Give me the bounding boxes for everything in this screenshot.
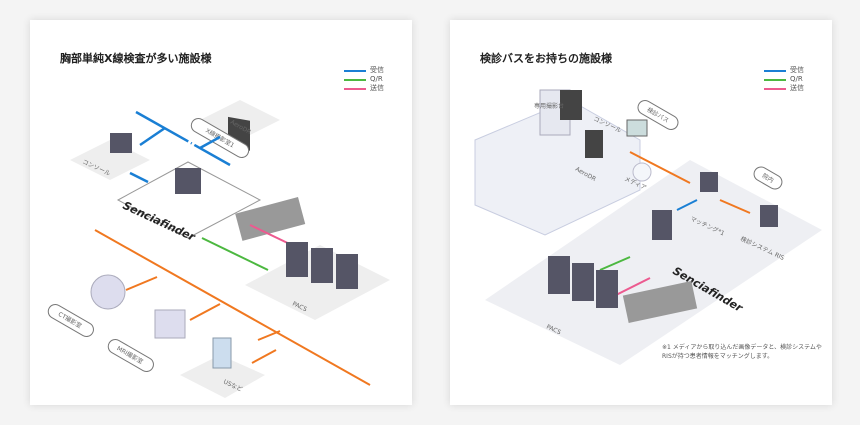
- laptop: [626, 119, 648, 137]
- us-device: [212, 337, 232, 369]
- media-disc: [632, 162, 652, 182]
- right-panel: 検診バスをお持ちの施設様 受信 Q/R 送信 専用撮影台 AeroDR コンソー…: [450, 20, 832, 405]
- legend-right: 受信 Q/R 送信: [764, 66, 804, 93]
- legend-receive: 受信: [370, 66, 384, 74]
- ris-pc: [760, 205, 778, 227]
- xray-images: [235, 196, 306, 241]
- label-stand: 専用撮影台: [534, 102, 564, 110]
- legend-qr: Q/R: [790, 75, 803, 83]
- legend-send: 送信: [370, 84, 384, 92]
- right-diagram: 専用撮影台 AeroDR コンソール 検診バス メディア 院内 検診システム R…: [474, 89, 822, 365]
- legend-receive: 受信: [790, 66, 804, 74]
- legend-qr: Q/R: [370, 75, 383, 83]
- mri-scanner: [154, 309, 186, 339]
- senciafinder-pc: [652, 210, 672, 240]
- left-diagram: X線撮影室1 AeroDR コンソール Senciafinder PACS CT…: [47, 100, 390, 398]
- xray-images: [622, 281, 698, 323]
- left-panel: 胸部単純X線検査が多い施設様 受信 Q/R 送信 X線撮影室1 AeroDR コ…: [30, 20, 412, 405]
- pacs-monitors: [596, 270, 618, 308]
- right-title: 検診バスをお持ちの施設様: [480, 52, 612, 65]
- pacs-monitors: [336, 254, 358, 289]
- left-title: 胸部単純X線検査が多い施設様: [60, 52, 212, 65]
- legend: 受信 Q/R 送信: [344, 66, 384, 93]
- footnote: ※1 メディアから取り込んだ画像データと、検診システムやRISが持つ患者情報をマ…: [662, 344, 822, 360]
- console-monitor: [110, 133, 132, 153]
- aerodr-panel: [585, 130, 603, 158]
- senciafinder-monitor: [175, 168, 201, 194]
- legend-send: 送信: [790, 84, 804, 92]
- matching-pc: [700, 172, 718, 192]
- ct-scanner: [90, 274, 126, 310]
